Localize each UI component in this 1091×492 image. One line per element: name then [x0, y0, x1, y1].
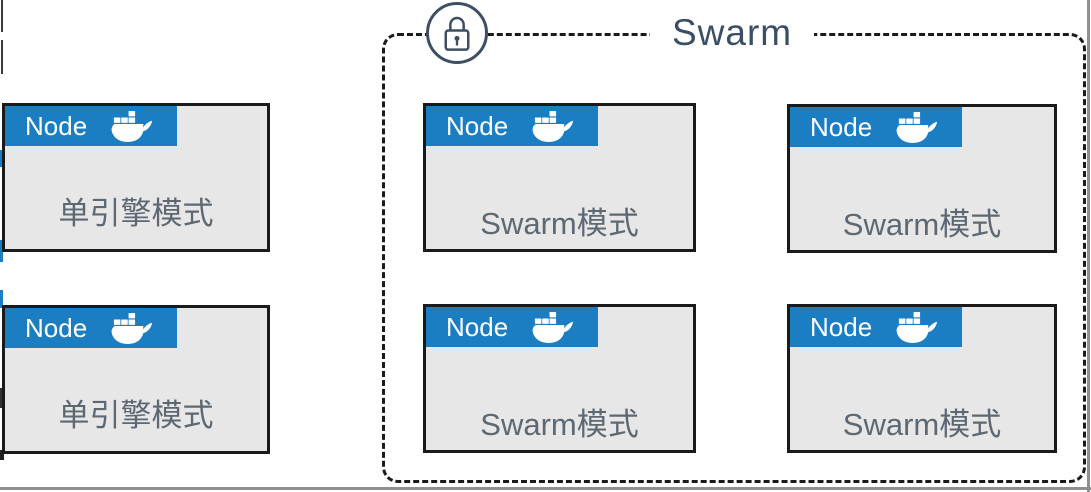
padlock-glyph	[444, 16, 470, 51]
node-box-single-2: Node 单引擎模式	[2, 305, 270, 454]
swarm-group-label: Swarm	[650, 8, 815, 58]
node-header: Node	[5, 106, 177, 146]
docker-whale-icon	[894, 111, 938, 143]
node-mode-label: Swarm模式	[480, 407, 639, 442]
node-header: Node	[426, 106, 598, 146]
node-box-swarm-3: Node Swarm模式	[787, 104, 1057, 253]
node-title: Node	[810, 312, 873, 342]
edge-artifact	[0, 290, 3, 308]
docker-whale-icon	[894, 311, 938, 343]
node-header: Node	[790, 107, 962, 147]
docker-whale-icon	[109, 312, 153, 344]
node-header: Node	[5, 308, 177, 348]
node-box-swarm-1: Node Swarm模式	[423, 103, 696, 252]
edge-artifact	[1, 40, 3, 74]
node-box-swarm-2: Node Swarm模式	[423, 304, 696, 453]
node-mode-label: Swarm模式	[842, 207, 1002, 242]
edge-artifact	[0, 450, 4, 460]
frame-border-right	[1087, 0, 1090, 492]
node-box-single-1: Node 单引擎模式	[2, 103, 270, 252]
node-title: Node	[446, 111, 509, 141]
node-mode-label: Swarm模式	[842, 407, 1002, 442]
docker-whale-icon	[530, 311, 574, 343]
node-mode-label: 单引擎模式	[58, 398, 214, 433]
node-title: Node	[25, 313, 88, 343]
node-title: Node	[25, 111, 88, 141]
node-header: Node	[426, 307, 598, 347]
node-header: Node	[790, 307, 962, 347]
docker-whale-icon	[109, 110, 153, 142]
edge-artifact	[0, 240, 3, 262]
node-mode-label: Swarm模式	[480, 206, 639, 241]
lock-icon	[426, 2, 488, 64]
edge-artifact	[0, 150, 3, 167]
node-mode-label: 单引擎模式	[58, 196, 214, 231]
node-title: Node	[810, 112, 873, 142]
edge-artifact	[1, 0, 3, 32]
node-title: Node	[446, 312, 509, 342]
docker-whale-icon	[530, 110, 574, 142]
edge-artifact	[0, 388, 3, 408]
node-box-swarm-4: Node Swarm模式	[787, 304, 1057, 453]
frame-border-bottom	[0, 487, 1091, 490]
